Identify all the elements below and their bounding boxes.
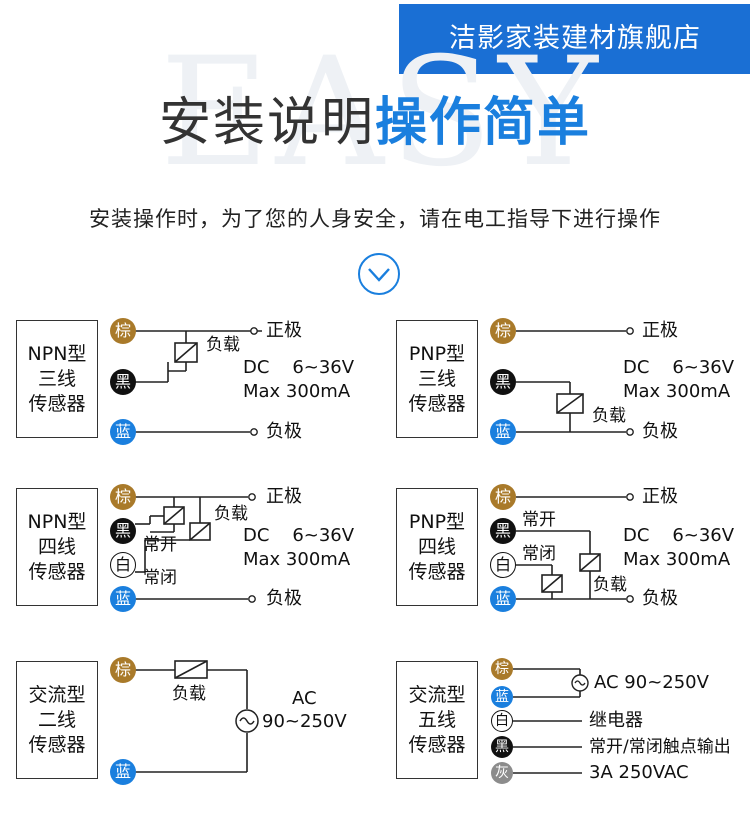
sensor-box: 交流型 二线 传感器 — [16, 661, 98, 779]
wire-white: 白 — [110, 552, 136, 578]
normally-closed-label: 常闭 — [143, 568, 177, 588]
diagram-pnp-3wire: PNP型 三线 传感器 棕 黑 蓝 负载 正极 负极 DC 6~36V Max … — [380, 305, 750, 470]
contacts-label: 常开/常闭触点输出 — [589, 737, 731, 757]
normally-open-label: 常开 — [522, 510, 556, 530]
sensor-type: NPN型 — [27, 342, 87, 365]
sensor-type: 交流型 — [28, 683, 86, 706]
current-label: Max 300mA — [243, 549, 351, 570]
chevron-down-icon — [358, 253, 400, 295]
sensor-type: PNP型 — [408, 342, 466, 365]
normally-closed-label: 常闭 — [522, 544, 556, 564]
normally-open-label: 常开 — [143, 535, 177, 555]
sensor-label: 传感器 — [408, 392, 466, 415]
safety-note: 安装操作时，为了您的人身安全，请在电工指导下进行操作 — [89, 207, 661, 231]
negative-label: 负极 — [642, 588, 678, 609]
voltage-label: DC 6~36V — [243, 525, 355, 546]
wire-black: 黑 — [110, 518, 136, 544]
wire-brown: 棕 — [491, 658, 513, 680]
negative-label: 负极 — [266, 421, 302, 442]
title-part1: 安装说明 — [158, 93, 375, 153]
current-label: Max 300mA — [243, 381, 351, 402]
store-banner[interactable]: 洁影家装建材旗舰店 — [399, 4, 750, 74]
load-label: 负载 — [172, 684, 206, 704]
wire-black: 黑 — [110, 369, 136, 395]
sensor-wires: 三线 — [37, 367, 76, 390]
sensor-label: 传感器 — [28, 733, 86, 756]
npn4-wiring — [135, 493, 256, 603]
negative-label: 负极 — [642, 421, 678, 442]
wire-black: 黑 — [490, 518, 516, 544]
sensor-box: PNP型 四线 传感器 — [396, 488, 478, 606]
sensor-type: 交流型 — [408, 683, 466, 706]
negative-label: 负极 — [266, 588, 302, 609]
ac-supply-label: AC 90~250V — [594, 672, 709, 693]
wire-blue: 蓝 — [110, 759, 136, 785]
rating-label: 3A 250VAC — [589, 762, 689, 783]
sensor-wires: 四线 — [417, 535, 456, 558]
wire-black: 黑 — [490, 369, 516, 395]
sensor-box: NPN型 三线 传感器 — [16, 320, 98, 438]
wire-blue: 蓝 — [490, 586, 516, 612]
wire-blue: 蓝 — [110, 586, 136, 612]
positive-label: 正极 — [642, 486, 678, 507]
voltage-label: DC 6~36V — [623, 525, 735, 546]
diagram-ac-2wire: 交流型 二线 传感器 棕 蓝 负载 AC 90~250V — [0, 645, 375, 810]
voltage-label: DC 6~36V — [243, 357, 355, 378]
wire-white: 白 — [490, 552, 516, 578]
ac5-wiring — [513, 668, 589, 774]
wire-brown: 棕 — [490, 318, 516, 344]
pnp4-wiring — [516, 493, 634, 603]
wire-brown: 棕 — [110, 484, 136, 510]
sensor-wires: 三线 — [417, 367, 456, 390]
wire-white: 白 — [491, 710, 513, 732]
positive-label: 正极 — [266, 486, 302, 507]
ac2-wiring — [135, 660, 259, 773]
sensor-box: 交流型 五线 传感器 — [396, 661, 478, 779]
sensor-wires: 二线 — [37, 708, 76, 731]
diagram-pnp-4wire: PNP型 四线 传感器 棕 黑 白 蓝 常开 常闭 负载 正极 负极 DC 6~… — [380, 472, 750, 637]
wire-blue: 蓝 — [490, 419, 516, 445]
positive-label: 正极 — [642, 320, 678, 341]
load-label: 负载 — [593, 575, 627, 595]
title-part2: 操作简单 — [375, 93, 592, 153]
sensor-type: PNP型 — [408, 510, 466, 533]
wire-blue: 蓝 — [110, 419, 136, 445]
sensor-wires: 五线 — [417, 708, 456, 731]
diagram-npn-4wire: NPN型 四线 传感器 棕 黑 白 蓝 负载 常开 常闭 正极 负极 DC 6~… — [0, 472, 375, 637]
wire-brown: 棕 — [110, 318, 136, 344]
ac-label: AC — [292, 688, 317, 709]
voltage-label: DC 6~36V — [623, 357, 735, 378]
wire-brown: 棕 — [490, 484, 516, 510]
wire-blue: 蓝 — [491, 686, 513, 708]
positive-label: 正极 — [266, 320, 302, 341]
sensor-label: 传感器 — [408, 560, 466, 583]
pnp3-wiring — [516, 327, 634, 436]
current-label: Max 300mA — [623, 549, 731, 570]
sensor-label: 传感器 — [408, 733, 466, 756]
relay-label: 继电器 — [589, 710, 643, 731]
load-label: 负载 — [214, 504, 248, 524]
wire-black: 黑 — [491, 736, 513, 758]
watermark-text: EASY — [160, 26, 604, 200]
diagram-npn-3wire: NPN型 三线 传感器 棕 黑 蓝 负载 正极 负极 DC 6~36V Max … — [0, 305, 375, 470]
diagram-ac-5wire: 交流型 五线 传感器 棕 蓝 白 黑 灰 AC 90~250V 继电器 常开/常… — [380, 645, 750, 810]
load-label: 负载 — [592, 406, 626, 426]
page-title: 安装说明操作简单 — [0, 88, 750, 158]
sensor-box: PNP型 三线 传感器 — [396, 320, 478, 438]
wire-brown: 棕 — [110, 657, 136, 683]
load-label: 负载 — [206, 335, 240, 355]
sensor-box: NPN型 四线 传感器 — [16, 488, 98, 606]
current-label: Max 300mA — [623, 381, 731, 402]
sensor-wires: 四线 — [37, 535, 76, 558]
ac-range-label: 90~250V — [262, 711, 347, 732]
sensor-type: NPN型 — [27, 510, 87, 533]
sensor-label: 传感器 — [28, 560, 86, 583]
wire-gray: 灰 — [491, 762, 513, 784]
npn3-wiring — [135, 327, 262, 436]
sensor-label: 传感器 — [28, 392, 86, 415]
